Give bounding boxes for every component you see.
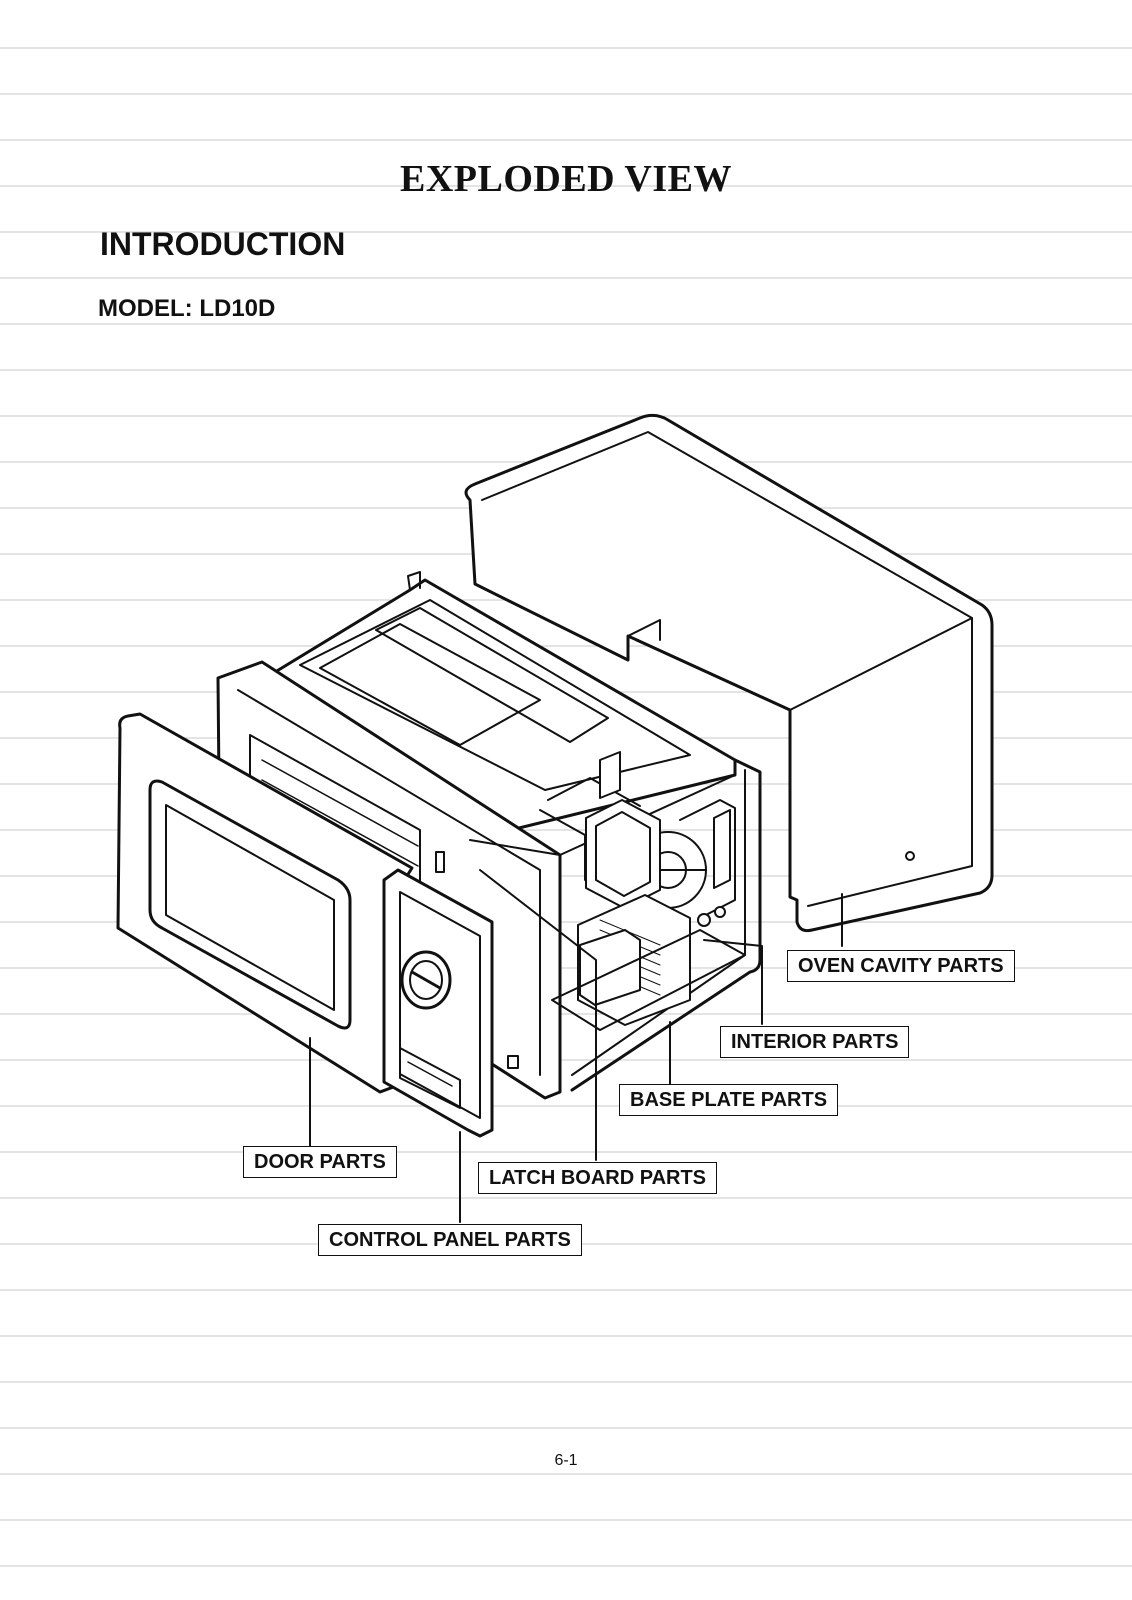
latch-board-parts-label: LATCH BOARD PARTS [478,1162,718,1194]
model-label: MODEL: LD10D [98,295,276,322]
interior-parts-label: INTERIOR PARTS [720,1026,910,1058]
outer-cabinet [464,413,994,933]
door [116,712,414,1094]
door-parts-label: DOOR PARTS [243,1146,397,1178]
control-panel [382,868,494,1138]
control-panel-parts-label: CONTROL PANEL PARTS [318,1224,582,1256]
base-plate-parts-label: BASE PLATE PARTS [619,1084,839,1116]
interior-components [539,751,746,1031]
page-number: 6-1 [554,1452,578,1469]
section-heading: INTRODUCTION [100,226,346,262]
page-title: EXPLODED VIEW [399,158,733,200]
oven-cavity-parts-label: OVEN CAVITY PARTS [787,950,1015,982]
callout-leaders [309,869,843,1223]
